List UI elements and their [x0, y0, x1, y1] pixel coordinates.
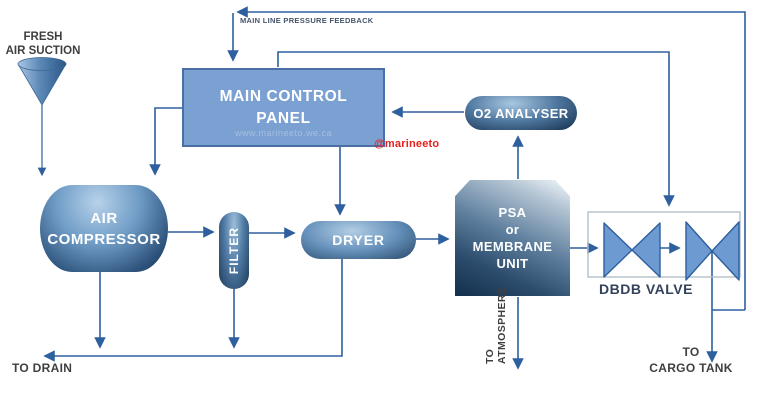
air-compressor-label: AIR COMPRESSOR: [47, 209, 161, 248]
o2-analyser: O2 ANALYSER: [465, 96, 577, 130]
o2-analyser-label: O2 ANALYSER: [473, 105, 569, 121]
to-cargo-tank-label: TO CARGO TANK: [649, 345, 733, 375]
fresh-air-suction-label: FRESH AIR SUCTION: [5, 31, 81, 57]
to-atmosphere-label: TO ATMOSPHERE: [484, 286, 508, 364]
air-compressor: AIR COMPRESSOR: [40, 185, 168, 272]
psa-membrane-label: PSA or MEMBRANE UNIT: [472, 205, 553, 271]
main-control-panel: MAIN CONTROL PANEL www.marineeto.we.ca: [182, 68, 385, 147]
dryer-label: DRYER: [332, 232, 385, 248]
pressure-feedback-label: MAIN LINE PRESSURE FEEDBACK: [240, 16, 374, 25]
psa-membrane-unit: PSA or MEMBRANE UNIT: [455, 180, 570, 296]
filter-unit: FILTER: [219, 212, 249, 289]
valve-symbol-2: [685, 221, 740, 281]
valve-enclosure-box: [587, 211, 741, 278]
valve-symbol-1: [603, 222, 661, 278]
filter-label: FILTER: [227, 226, 241, 275]
to-drain-label: TO DRAIN: [12, 361, 73, 375]
line-panel-to-valve: [277, 51, 675, 207]
line-panel-to-compressor: [149, 107, 182, 176]
line-dryer-drain: [43, 259, 343, 362]
watermark-handle: @marineeto: [374, 138, 440, 150]
main-control-panel-label: MAIN CONTROL PANEL: [219, 87, 348, 127]
dbdb-valve-label: DBDB VALVE: [599, 281, 693, 297]
line-main-pressure-feedback: [236, 6, 746, 310]
dryer-unit: DRYER: [301, 221, 416, 259]
funnel-icon: [17, 57, 67, 106]
watermark-site: www.marineeto.we.ca: [234, 128, 333, 138]
